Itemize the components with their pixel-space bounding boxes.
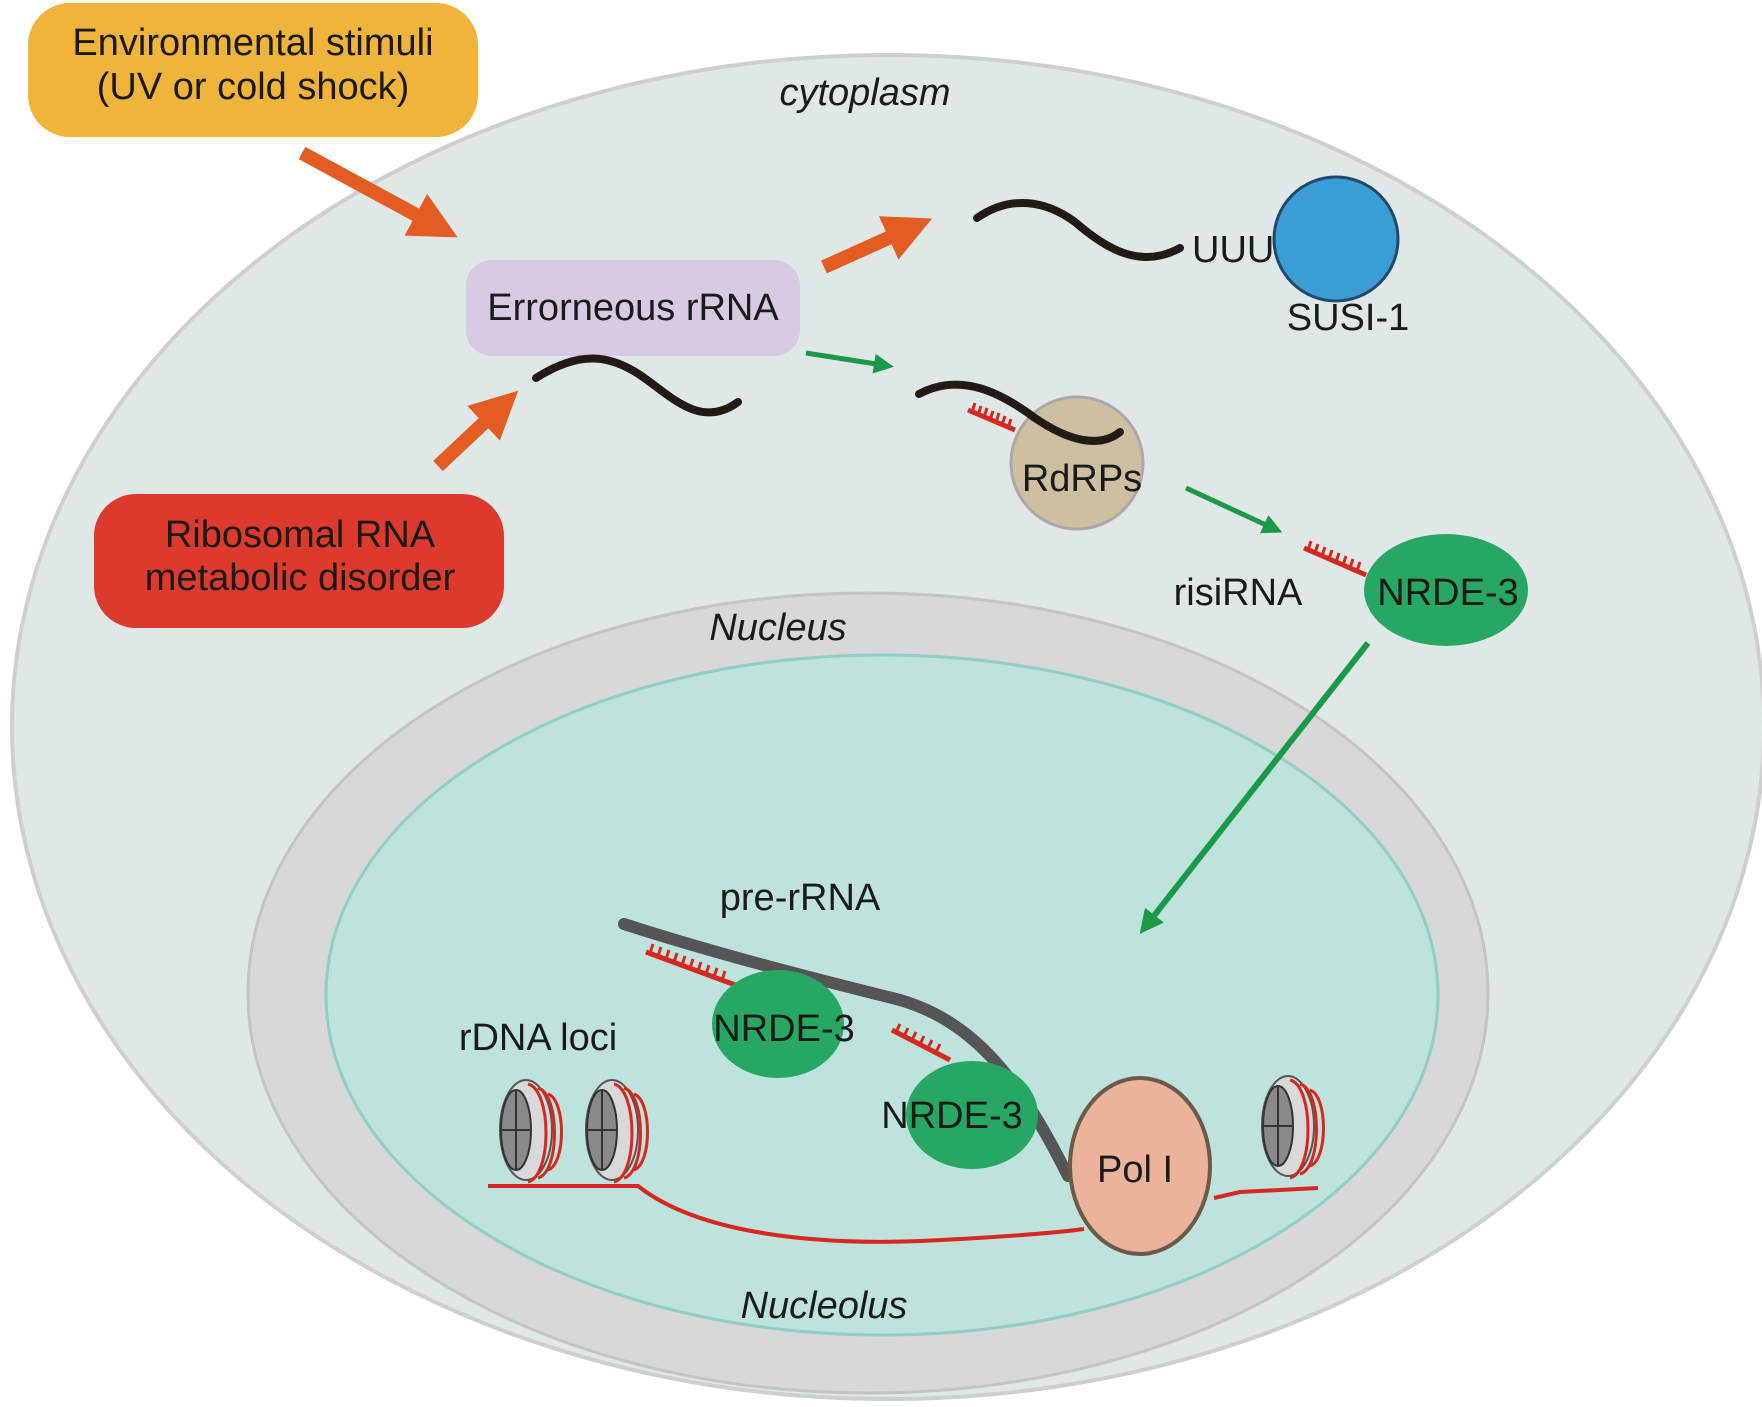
susi1-protein [1272,175,1400,303]
nascent-sirna-rdrps [967,402,1016,433]
rrna-disorder-box: Ribosomal RNA metabolic disorder [94,494,504,628]
arrow-rrna-to-rdrps [805,350,894,374]
environmental-stimuli-box: Environmental stimuli (UV or cold shock) [28,3,478,137]
arrow-env-to-rrna [298,146,458,238]
arrow-disorder-to-rrna [433,390,519,472]
env-label-line2: (UV or cold shock) [97,66,410,108]
nucleolus-label: Nucleolus [741,1285,908,1327]
risirna-label: risiRNA [1174,572,1303,614]
nrde3-cytoplasmic [1364,534,1528,646]
nucleosome-2 [585,1079,649,1184]
cytoplasm-label: cytoplasm [779,72,950,114]
arrow-rdrps-to-risirna [1184,485,1283,534]
nucleosome-3 [1261,1075,1325,1180]
ribo-label-line2: metabolic disorder [145,557,456,599]
rdrps-template-strand [915,380,1124,445]
nrde3-nucleolar-2 [906,1061,1038,1169]
nucleosome-1 [499,1079,563,1184]
pol1-label: Pol I [1097,1149,1173,1191]
rdna-strand [488,1184,1319,1244]
nrde3-nucleolar-2-label: NRDE-3 [881,1095,1022,1137]
nrde3-nucleolar-1-label: NRDE-3 [713,1008,854,1050]
erroneous-rrna-box: Errorneous rRNA [466,260,800,356]
rdrps-protein [1009,395,1145,531]
pol1-enzyme [1068,1076,1212,1256]
pre-rrna-label: pre-rRNA [720,877,881,919]
nucleus-label: Nucleus [709,607,846,649]
risirna-on-pre-rrna-1 [645,943,739,989]
nrde3-nucleolar-1 [712,970,844,1078]
rdna-loci-label: rDNA loci [459,1017,617,1059]
env-label-line1: Environmental stimuli [72,22,433,64]
nrde3-cytoplasmic-label: NRDE-3 [1377,572,1518,614]
erroneous-rrna-label: Errorneous rRNA [487,287,779,329]
erroneous-rrna-strand [532,354,742,417]
uuu-tail-label: UUU [1192,229,1274,271]
risirna-duplex [1303,540,1367,578]
rdrps-label: RdRPs [1022,458,1142,500]
arrow-rrna-to-uridylation [821,216,933,274]
susi1-label: SUSI-1 [1287,297,1409,339]
uridylated-rrna-strand [973,198,1184,261]
risirna-on-pre-rrna-2 [890,1023,952,1063]
arrow-nrde3-to-nucleolus [1139,641,1371,934]
ribo-label-line1: Ribosomal RNA [165,514,436,556]
